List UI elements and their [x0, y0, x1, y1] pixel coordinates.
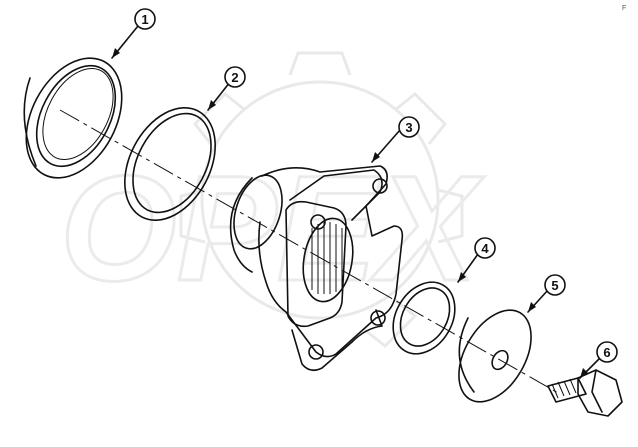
opex-watermark-text: OPEX	[60, 144, 485, 312]
callout-1: 1	[134, 8, 156, 30]
opex-watermark: OPEX	[59, 51, 486, 349]
svg-text:3: 3	[405, 120, 412, 135]
part-1-seal	[23, 57, 123, 179]
svg-text:4: 4	[481, 241, 489, 256]
svg-text:5: 5	[551, 278, 558, 293]
callout-4: 4	[474, 237, 496, 259]
part-6-bolt	[547, 369, 623, 417]
svg-text:1: 1	[141, 12, 148, 27]
part-3-flange-yoke	[229, 165, 404, 372]
callout-2: 2	[224, 66, 246, 88]
corner-mark: F	[622, 5, 626, 12]
svg-text:2: 2	[231, 70, 238, 85]
part-5-washer	[458, 309, 532, 403]
svg-text:6: 6	[603, 345, 610, 360]
callout-leaders	[111, 25, 601, 379]
gear-watermark-icon	[179, 51, 464, 349]
callout-3: 3	[398, 116, 420, 138]
callout-6: 6	[596, 341, 618, 363]
part-2-ring	[124, 106, 216, 222]
callout-5: 5	[544, 274, 566, 296]
centre-line	[59, 109, 561, 395]
